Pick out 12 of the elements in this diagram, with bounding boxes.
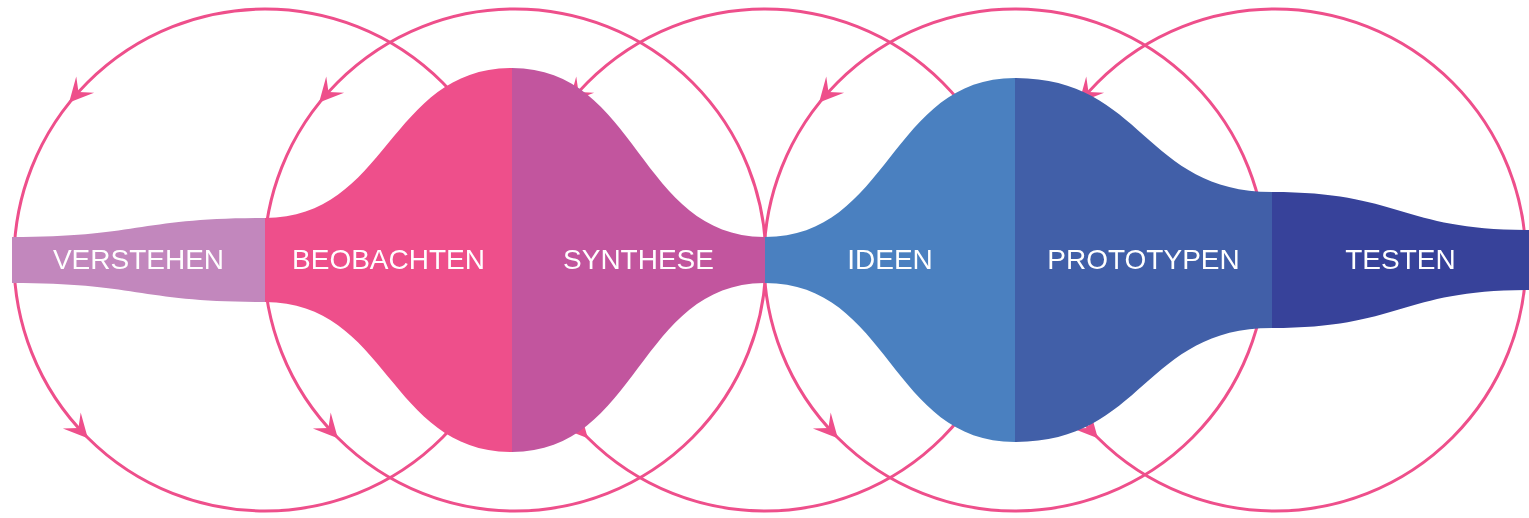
phase-label: SYNTHESE — [563, 243, 714, 277]
phase-label: IDEEN — [847, 243, 933, 277]
phase-label: VERSTEHEN — [52, 243, 225, 277]
phase-band-segment — [265, 68, 512, 452]
phase-band-segment — [1015, 78, 1272, 442]
phase-band-segment — [765, 78, 1015, 442]
phase-label: PROTOTYPEN — [1047, 243, 1240, 277]
phase-label: BEOBACHTEN — [292, 243, 485, 277]
phase-band-segment — [12, 218, 265, 302]
phase-band-segment — [1272, 192, 1529, 328]
phase-band-segment — [512, 68, 765, 452]
phase-label: TESTEN — [1345, 243, 1456, 277]
